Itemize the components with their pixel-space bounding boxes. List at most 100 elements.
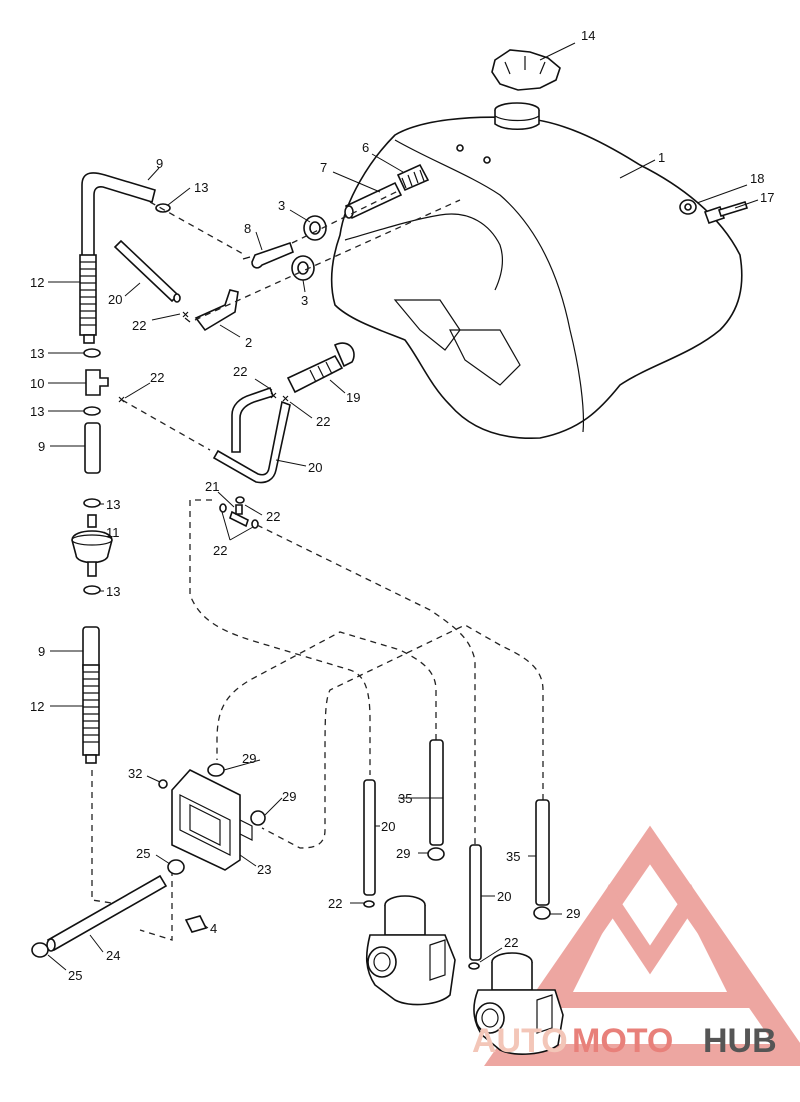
callout-18: 18 xyxy=(750,171,764,186)
clamp-22-6 xyxy=(219,503,227,513)
callout-22-g: 22 xyxy=(328,896,342,911)
tee-fitting-21 xyxy=(229,504,249,528)
spring-hose-guard-12-lower xyxy=(82,664,100,764)
tank-filler-neck xyxy=(494,102,540,131)
clamp-22-8 xyxy=(363,900,375,908)
watermark-moto: MOTO xyxy=(572,1022,673,1060)
hose-20-vertical-right xyxy=(469,844,482,961)
callout-29-b: 29 xyxy=(282,789,296,804)
callout-22-f: 22 xyxy=(213,543,227,558)
clamp-13-b xyxy=(83,406,101,416)
callout-4: 4 xyxy=(210,921,217,936)
hose-20-bent xyxy=(212,386,291,484)
callout-14: 14 xyxy=(581,28,595,43)
clamp-22-1 xyxy=(182,311,189,318)
callout-6: 6 xyxy=(362,140,369,155)
callout-22-a: 22 xyxy=(132,318,146,333)
hose-24 xyxy=(46,874,168,952)
clamp-13-d xyxy=(83,585,101,595)
clamp-13-c xyxy=(83,498,101,508)
callout-9-top: 9 xyxy=(156,156,163,171)
hose-35-left xyxy=(429,739,444,846)
callout-29-a: 29 xyxy=(242,751,256,766)
clamp-29-b xyxy=(250,810,266,826)
watermark-logo xyxy=(484,825,800,1066)
callout-7: 7 xyxy=(320,160,327,175)
callout-22-b: 22 xyxy=(150,370,164,385)
clamp-22-7 xyxy=(251,519,259,529)
callout-13-d: 13 xyxy=(106,497,120,512)
clip-4 xyxy=(184,915,208,933)
callout-25-lower: 25 xyxy=(68,968,82,983)
callout-25-upper: 25 xyxy=(136,846,150,861)
hose-9-mid xyxy=(84,422,101,474)
watermark-hub: HUB xyxy=(703,1022,777,1060)
callout-20-bent: 20 xyxy=(308,460,322,475)
spring-hose-guard-12-upper xyxy=(79,254,97,344)
callout-20-vertical-right: 20 xyxy=(497,889,511,904)
rubber-nut-18 xyxy=(679,199,697,215)
callout-23: 23 xyxy=(257,862,271,877)
callout-35-left: 35 xyxy=(398,791,412,806)
clamp-22-3 xyxy=(270,392,277,399)
callout-17: 17 xyxy=(760,190,774,205)
connection-lines xyxy=(91,189,544,941)
callout-22-h: 22 xyxy=(504,935,518,950)
callout-32: 32 xyxy=(128,766,142,781)
clamp-13-top xyxy=(155,203,171,213)
callout-13-e: 13 xyxy=(106,584,120,599)
clamp-22-9 xyxy=(468,962,480,970)
clamp-25-lower xyxy=(31,942,49,958)
clamp-22-5 xyxy=(235,496,245,504)
callout-9-mid: 9 xyxy=(38,439,45,454)
carburetor-left xyxy=(365,895,456,1006)
callout-12-upper: 12 xyxy=(30,275,44,290)
callout-3-upper: 3 xyxy=(278,198,285,213)
hose-20-vertical-left xyxy=(363,779,376,896)
elbow-fitting-8 xyxy=(242,241,294,269)
clamp-29-d xyxy=(533,906,551,920)
callout-22-e: 22 xyxy=(266,509,280,524)
clamp-29-a xyxy=(207,763,225,777)
callout-1: 1 xyxy=(658,150,665,165)
elbow-fitting-2 xyxy=(184,289,239,332)
hose-35-right xyxy=(535,799,550,906)
callout-11: 11 xyxy=(106,525,120,540)
clamp-22-4 xyxy=(282,395,289,402)
callout-8: 8 xyxy=(244,221,251,236)
callout-35-right: 35 xyxy=(506,849,520,864)
fuel-pump-11 xyxy=(71,514,113,577)
callout-29-c: 29 xyxy=(396,846,410,861)
callout-12-lower: 12 xyxy=(30,699,44,714)
callout-20-diagonal: 20 xyxy=(108,292,122,307)
hose-20-diagonal xyxy=(113,239,181,303)
callout-10: 10 xyxy=(30,376,44,391)
bolt-17 xyxy=(703,201,749,225)
fuel-cap xyxy=(491,49,561,91)
clamp-13-a xyxy=(83,348,101,358)
carburetor-right xyxy=(473,952,564,1055)
callout-3-lower: 3 xyxy=(301,293,308,308)
leader-lines xyxy=(47,42,759,971)
callout-13-c: 13 xyxy=(30,404,44,419)
clamp-29-c xyxy=(427,847,445,861)
callout-24: 24 xyxy=(106,948,120,963)
callout-9-lower: 9 xyxy=(38,644,45,659)
callout-19: 19 xyxy=(346,390,360,405)
callout-21: 21 xyxy=(205,479,219,494)
callout-13-b: 13 xyxy=(30,346,44,361)
bolt-32 xyxy=(158,779,168,789)
fuel-valve-19 xyxy=(286,342,355,394)
hose-9-upper xyxy=(81,172,156,261)
vent-hose-7 xyxy=(344,181,403,220)
callout-2: 2 xyxy=(245,335,252,350)
callouts: 14 1 18 17 6 7 3 8 3 2 9 13 12 20 22 13 … xyxy=(30,28,774,983)
callout-29-d: 29 xyxy=(566,906,580,921)
watermark-text: AUTO MOTO HUB xyxy=(472,1022,777,1060)
callout-20-vertical-left: 20 xyxy=(381,819,395,834)
callout-22-c: 22 xyxy=(233,364,247,379)
tank-fitting-6 xyxy=(396,163,430,192)
tee-fitting-10 xyxy=(85,369,109,396)
